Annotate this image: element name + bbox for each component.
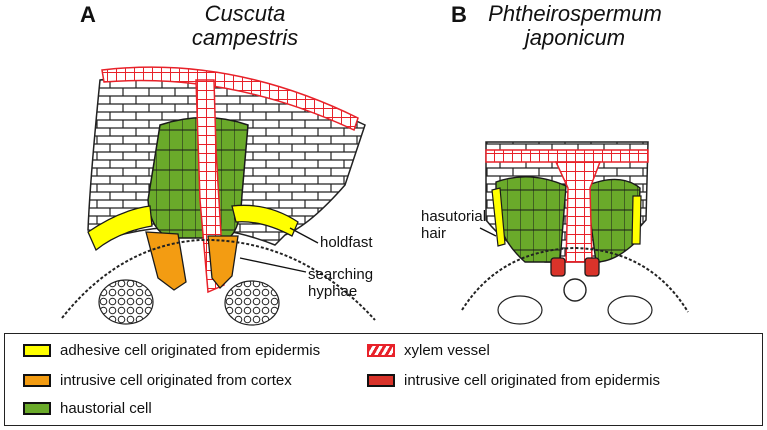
searching-label-line1: searching — [308, 266, 374, 283]
panel-b-adhesive-left — [491, 187, 506, 247]
haustoria-illustration — [61, 66, 689, 326]
hair-label-line1: hasutorial — [421, 208, 487, 225]
legend-item-xylem: xylem vessel — [367, 342, 490, 359]
intrusive-cortex-swatch — [23, 374, 51, 387]
panel-a-species: Cuscuta campestris — [175, 2, 315, 50]
panel-b-letter: B — [451, 2, 467, 27]
holdfast-pointer — [289, 227, 319, 244]
panel-b-host-root-outline — [461, 246, 689, 313]
searching-label-line2: hyphae — [308, 283, 358, 300]
legend-box: adhesive cell originated from epidermis … — [4, 333, 763, 426]
panel-a-intrusive-cells — [145, 231, 239, 291]
legend-item-intrusive-epidermis: intrusive cell originated from epidermis — [367, 372, 660, 389]
legend-label: adhesive cell originated from epidermis — [60, 342, 321, 359]
panel-a-drawing — [61, 66, 376, 326]
panel-b-host-bundle — [563, 278, 587, 302]
hair-label-line2: hair — [421, 225, 447, 242]
panel-a-species-line2: campestris — [191, 25, 299, 50]
panel-b-host-bundle-right — [607, 295, 653, 325]
panel-a-host-bundle-right — [224, 280, 280, 326]
panel-b-intrusive-left — [550, 257, 566, 277]
panel-a-adhesive-left — [87, 205, 153, 252]
xylem-swatch — [367, 344, 395, 357]
legend-label: haustorial cell — [60, 400, 152, 417]
legend-item-adhesive: adhesive cell originated from epidermis — [23, 342, 320, 359]
panel-b-intrusive-right — [584, 257, 600, 277]
panel-a-species-line1: Cuscuta — [204, 1, 286, 26]
panel-b-species: Phtheirospermum japonicum — [480, 2, 670, 50]
panel-a-adhesive-right — [231, 204, 299, 237]
legend-item-haustorial: haustorial cell — [23, 400, 152, 417]
searching-pointer — [239, 257, 307, 273]
panel-b-host-bundle-left — [497, 295, 543, 325]
hasutorial-hair-label: hasutorial hair — [421, 208, 486, 242]
haustorial-swatch — [23, 402, 51, 415]
panel-b-species-line1: Phtheirospermum — [488, 1, 662, 26]
hair-pointer — [479, 227, 497, 237]
legend-label: xylem vessel — [404, 342, 490, 359]
legend-label: intrusive cell originated from epidermis — [404, 372, 660, 389]
panel-b-drawing — [461, 141, 689, 325]
panel-b-species-line2: japonicum — [524, 25, 626, 50]
panel-a-xylem-horizontal — [101, 66, 359, 132]
panel-a-letter: A — [80, 2, 96, 27]
panel-a-host-root-outline — [61, 238, 376, 321]
panel-a-host-bundle-left — [98, 279, 154, 325]
intrusive-epidermis-swatch — [367, 374, 395, 387]
holdfast-label: holdfast — [320, 234, 373, 251]
legend-item-intrusive-cortex: intrusive cell originated from cortex — [23, 372, 292, 389]
adhesive-swatch — [23, 344, 51, 357]
panel-b-adhesive-right — [631, 195, 642, 245]
searching-hyphae-label: searching hyphae — [308, 266, 373, 300]
legend-label: intrusive cell originated from cortex — [60, 372, 292, 389]
panel-b-xylem-horizontal — [485, 149, 649, 163]
